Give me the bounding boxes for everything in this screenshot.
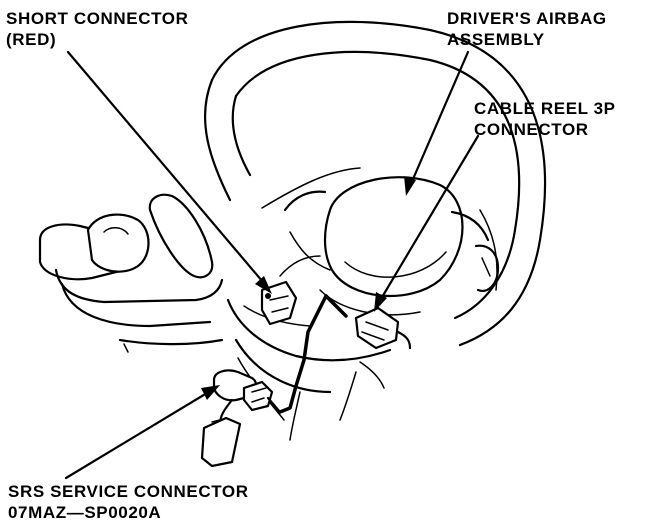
srs-service-connector-label-line2: 07MAZ—SP0020A — [8, 503, 162, 522]
steering-wheel-rim — [204, 20, 547, 347]
drivers-airbag-label-line2: ASSEMBLY — [447, 30, 545, 49]
drivers-airbag-label: DRIVER'S AIRBAG ASSEMBLY — [447, 8, 607, 50]
short-connector-label: SHORT CONNECTOR (RED) — [6, 8, 188, 50]
srs-service-connector — [200, 369, 282, 468]
cable-reel-label-line1: CABLE REEL 3P — [474, 99, 616, 118]
srs-service-connector-label-line1: SRS SERVICE CONNECTOR — [8, 482, 249, 501]
combination-switch — [38, 193, 224, 353]
rim-switch — [474, 244, 500, 292]
short-connector-label-line1: SHORT CONNECTOR — [6, 9, 189, 28]
short-connector — [260, 255, 321, 326]
short-connector-label-line2: (RED) — [6, 30, 57, 49]
wire-harness — [278, 294, 348, 414]
cable-reel-label-line2: CONNECTOR — [474, 120, 589, 139]
cable-reel-connector — [354, 306, 412, 350]
srs-service-connector-label: SRS SERVICE CONNECTOR 07MAZ—SP0020A — [8, 481, 249, 523]
cable-reel-label: CABLE REEL 3P CONNECTOR — [474, 98, 616, 140]
drivers-airbag-label-line1: DRIVER'S AIRBAG — [447, 9, 607, 28]
leader-lines — [64, 50, 480, 480]
steering-wheel-spokes — [283, 190, 490, 271]
